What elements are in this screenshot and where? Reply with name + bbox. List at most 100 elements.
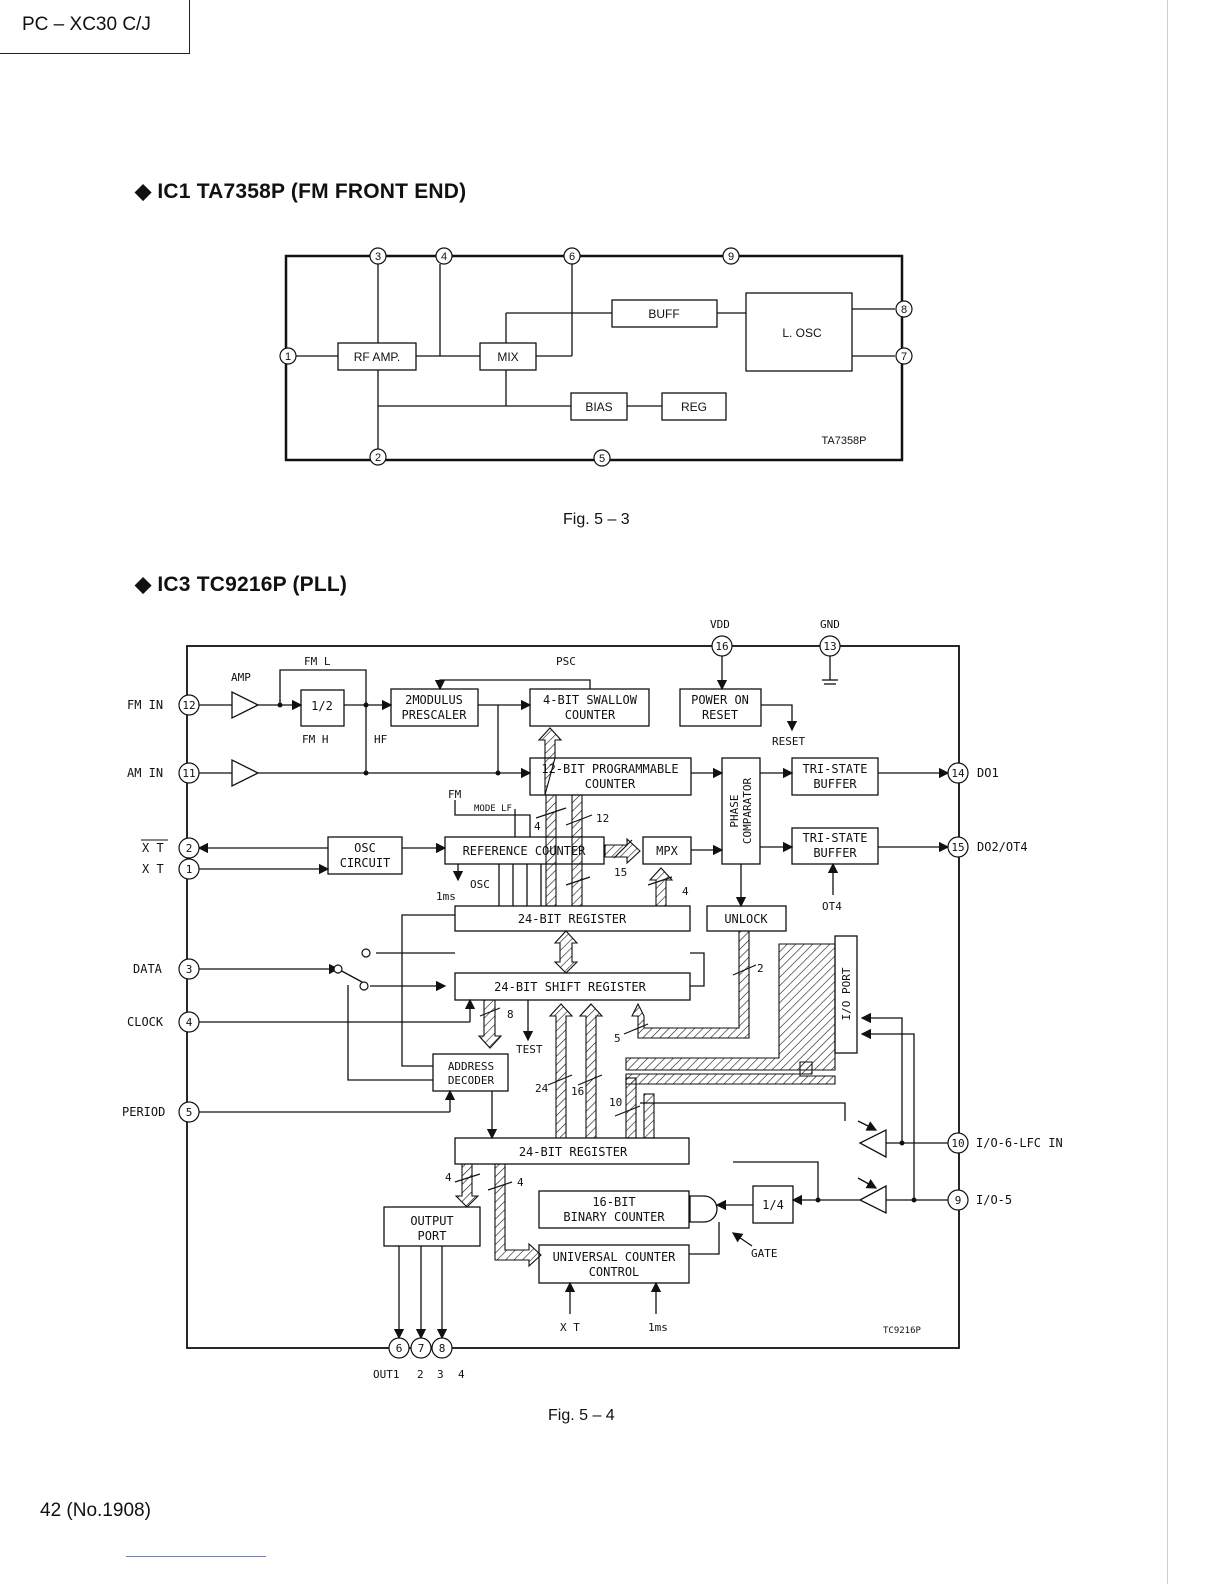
pin-2-num: 2: [186, 842, 193, 855]
bus-width-4b: 4: [682, 885, 689, 898]
out1-label: OUT1: [373, 1368, 400, 1381]
reg-label: REG: [681, 400, 707, 414]
pin-9-num: 9: [955, 1194, 962, 1207]
bus-ioport-mid: [625, 1061, 836, 1085]
bus-ioport-down: [625, 1077, 637, 1139]
unlock-label: UNLOCK: [724, 912, 768, 926]
am-amp-triangle: [231, 758, 260, 788]
pin-12-circle: [178, 694, 200, 716]
switch-contact-bottom: [359, 981, 369, 991]
fm-label: FM: [448, 788, 462, 801]
bus-shift-24: [548, 1003, 574, 1139]
lfc-amp-triangle: [858, 1128, 887, 1159]
pin-3-label: 3: [375, 251, 381, 263]
tri-state-buffer-2-block: [791, 827, 879, 865]
pin-11-circle: [178, 762, 200, 784]
gnd-label: GND: [820, 618, 840, 631]
binary-line1: 16-BIT: [592, 1195, 635, 1209]
swallow-line1: 4-BIT SWALLOW: [543, 693, 638, 707]
bias-label: BIAS: [585, 400, 612, 414]
pin-4-clock-circle: [178, 1011, 200, 1033]
pin-15-circle: [947, 836, 969, 858]
bus-ref-left: [545, 794, 557, 907]
mix-label: MIX: [497, 350, 518, 364]
hf-label: HF: [374, 733, 387, 746]
pin-9-circle: [722, 247, 740, 265]
pin-7-label: 7: [901, 351, 907, 363]
half-divider-block: [300, 689, 345, 727]
pin-7-circle: [410, 1337, 432, 1359]
tri2-line1: TRI-STATE: [802, 831, 867, 845]
page-number: 42 (No.1908): [40, 1500, 151, 1521]
ms1-label: 1ms: [436, 890, 456, 903]
fig-caption-5-3: Fig. 5 – 3: [563, 511, 630, 528]
address-decoder-block: [432, 1053, 509, 1092]
pin-8-label: 8: [901, 304, 907, 316]
ta7358p-outline: [284, 254, 904, 462]
tri1-line2: BUFFER: [813, 777, 857, 791]
binary-counter-block: [538, 1190, 690, 1229]
pin-13-num: 13: [823, 640, 836, 653]
tri2-line2: BUFFER: [813, 846, 857, 860]
bus-ioport-down-2: [643, 1093, 655, 1139]
mpx-block: [642, 836, 692, 865]
bus-reg-to-shift: [553, 930, 579, 974]
pin-4-circle: [435, 247, 453, 265]
swallow-counter-block: [529, 688, 650, 727]
bus-ioport-top: [625, 943, 836, 1071]
rf-amp-label: RF AMP.: [354, 350, 400, 364]
io5-label: I/O-5: [976, 1193, 1012, 1207]
period-label: PERIOD: [122, 1105, 165, 1119]
bottom-rule: [126, 1556, 266, 1557]
bus-ref-to-mpx: [604, 837, 641, 865]
pin-1-circle: [279, 347, 297, 365]
register-24bit-b-block: [454, 1137, 690, 1165]
bus-width-8: 8: [507, 1008, 514, 1021]
tri1-line1: TRI-STATE: [802, 762, 867, 776]
pin-3-data-circle: [178, 958, 200, 980]
bus-width-15: 15: [614, 866, 627, 879]
pin-5-circle: [593, 449, 611, 467]
refcnt-label: REFERENCE COUNTER: [463, 844, 587, 858]
poweron-line1: POWER ON: [691, 693, 749, 707]
xt-bar-label: X T: [142, 841, 164, 855]
shift-register-block: [454, 972, 691, 1001]
pin-8-circle: [431, 1337, 453, 1359]
phase-line1: PHASE: [728, 794, 741, 827]
reg24a-label: 24-BIT REGISTER: [518, 912, 627, 926]
psc-label: PSC: [556, 655, 576, 668]
shift-label: 24-BIT SHIFT REGISTER: [494, 980, 646, 994]
pin-13-gnd-circle: [819, 635, 841, 657]
buff-block: [611, 299, 718, 328]
bus-width-12: 12: [596, 812, 609, 825]
pin-10-num: 10: [951, 1137, 964, 1150]
io6-lfc-label: I/O-6-LFC IN: [976, 1136, 1063, 1150]
pin-9-label: 9: [728, 251, 734, 263]
tri-state-buffer-1-block: [791, 757, 879, 796]
pin-15-num: 15: [951, 841, 964, 854]
ioport-label: I/O PORT: [840, 967, 853, 1020]
reference-counter-block: [444, 836, 605, 865]
bus-to-ucc: [494, 1163, 542, 1268]
unlock-block: [706, 905, 787, 932]
io5-amp-triangle: [858, 1184, 887, 1215]
fig-caption-5-4: Fig. 5 – 4: [548, 1407, 615, 1424]
ta7358p-chip-label: TA7358P: [821, 435, 866, 447]
bus-width-5: 5: [614, 1032, 621, 1045]
bus-width-4a: 4: [534, 820, 541, 833]
page-edge-rule: [1167, 0, 1168, 1584]
bus-width-4c: 4: [445, 1171, 452, 1184]
do1-label: DO1: [977, 766, 999, 780]
pin-12-num: 12: [182, 699, 195, 712]
bus-shift-16: [578, 1003, 604, 1139]
outport-line1: OUTPUT: [410, 1214, 453, 1228]
switch-contact-top: [361, 948, 371, 958]
universal-counter-control-block: [538, 1244, 690, 1284]
ms-bottom-label: 1ms: [648, 1321, 668, 1334]
pin-16-vdd-circle: [711, 635, 733, 657]
bus-shift-to-decoder: [477, 999, 503, 1049]
output-port-block: [383, 1206, 481, 1247]
osc-line1: OSC: [354, 841, 376, 855]
pin-6-label: 6: [569, 251, 575, 263]
